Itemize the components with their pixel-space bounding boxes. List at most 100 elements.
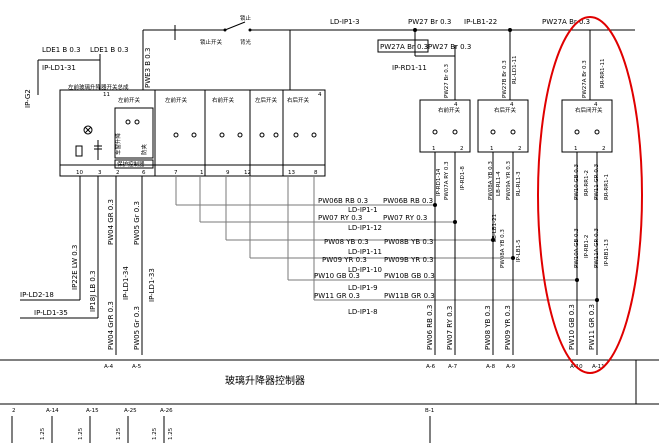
module-main-switch-label: 左前开关 [118, 96, 141, 104]
switch-label-left-front: 左前开关 [165, 96, 188, 104]
pin-a8: A-8 [486, 364, 496, 370]
wire-label-pw27b: PW27B Br 0.3 [502, 60, 508, 98]
connector-label-rl-ld1-11: RL-LD1-11 [512, 55, 518, 84]
lock-label: 锁止 [240, 14, 252, 22]
switch-pin: 1 [432, 146, 436, 152]
switch-label-right-rear: 右后开关 [287, 96, 310, 104]
wire-label-pw10b-right: PW10B GB 0.3 [384, 272, 435, 280]
wire-label-pw27-top: PW27 Br 0.3 [408, 18, 451, 26]
svg-text:2: 2 [12, 408, 16, 414]
relay-label-window: 车窗升降 [114, 132, 122, 155]
connector-label-ip-rd1-14: IP-RD1-14 [436, 168, 442, 196]
wire-label-pw04: PW04 GR 0.3 [107, 199, 115, 245]
wire-label-pw08b-right: PW08B YB 0.3 [384, 238, 434, 246]
wire-label-ip22e: IP22E LW 0.3 [71, 245, 79, 290]
wire-label-pw08a: PW08A YB 0.3 [488, 161, 494, 200]
connector-label-ip-ld1-34: IP-LD1-34 [122, 266, 130, 300]
switch-label-right-front: 右前开关 [212, 96, 235, 104]
connector-label-ld-ip1-12: LD-IP1-12 [348, 224, 382, 232]
wire-label-pw09b-right: PW09B YR 0.3 [384, 256, 434, 264]
switch-pin: 2 [460, 146, 464, 152]
svg-text:1.25: 1.25 [40, 427, 46, 440]
wire-label-pwe3: PWE3 B 0.3 [144, 48, 152, 88]
wire-label-pw04-bottom: PW04 GrR 0.3 [107, 301, 115, 350]
wire-label-pw07-left: PW07 RY 0.3 [318, 214, 362, 222]
svg-text:7: 7 [174, 170, 178, 176]
pin-a9: A-9 [506, 364, 516, 370]
wire-label-pw11b-right: PW11B GR 0.3 [384, 292, 435, 300]
wire-label-pw27-switch0: PW27 Br 0.3 [444, 63, 450, 98]
switch-pin: 1 [574, 146, 578, 152]
right-switch-boxes [419, 99, 613, 153]
pin-a11: A-11 [592, 364, 605, 370]
svg-text:8: 8 [314, 170, 318, 176]
wire-label-pw27-mid: PW27 Br 0.3 [428, 43, 471, 51]
backlight-label: 背光 [240, 38, 252, 46]
svg-text:A-26: A-26 [160, 408, 173, 414]
connector-label-ip-ld1-35: IP-LD1-35 [34, 309, 68, 317]
connector-label-ld-ip1-8: LD-IP1-8 [348, 308, 378, 316]
module-pin-row: 10 3 2 6 7 1 9 12 13 8 [76, 170, 318, 176]
wire-label-pw09-left: PW09 YR 0.3 [322, 256, 367, 264]
svg-text:1.25: 1.25 [78, 427, 84, 440]
wire-label-pw05-bottom: PW05 Gr 0.3 [133, 306, 141, 350]
pin-4-label: 4 [318, 92, 322, 98]
svg-text:3: 3 [98, 170, 102, 176]
highlight-ellipse [537, 16, 643, 374]
connector-label-ip-ld1-31: IP-LD1-31 [42, 64, 76, 72]
switch-pin-top: 4 [510, 102, 514, 108]
svg-text:A-25: A-25 [124, 408, 137, 414]
wire-label-pw11-left: PW11 GR 0.3 [314, 292, 360, 300]
connector-label-rr-rr1-2: RR-RR1-2 [584, 170, 590, 196]
wire-label-pw09-bottom: PW09 YR 0.3 [504, 305, 512, 350]
connector-label-ip-g2: IP-G2 [24, 89, 32, 108]
connector-label-ip-lb1-5: IP-LB1-5 [516, 239, 522, 262]
wire-label-pw06b-right: PW06B RB 0.3 [383, 197, 433, 205]
wire-label-pw27a-right: PW27A Br 0.3 [542, 18, 590, 26]
connector-label-ip-rb1-13: IP-RB1-13 [604, 239, 610, 266]
switch-pin: 2 [518, 146, 522, 152]
pin-a4: A-4 [104, 364, 114, 370]
switch-pin-top: 4 [594, 102, 598, 108]
wire-label-pw27a-box: PW27A Br 0.3 [380, 43, 428, 51]
connector-label-ip-rd1-8: IP-RD1-8 [460, 166, 466, 190]
wire-label-pw11-bottom: PW11 GR 0.3 [588, 304, 596, 350]
wire-label-pw08-bottom: PW08 YB 0.3 [484, 305, 492, 350]
wire-label-pw07-bottom: PW07 RY 0.3 [446, 306, 454, 350]
bottom-connector-row: 2 A-14 A-15 A-25 A-26 B-1 1.25 1.25 1.25… [11, 408, 434, 443]
svg-text:10: 10 [76, 170, 83, 176]
relay-box-label: 保护控制器 [117, 160, 145, 168]
pin-a5: A-5 [132, 364, 142, 370]
connector-label-ld-ip1-3: LD-IP1-3 [330, 18, 360, 26]
module-title: 左前玻璃升降器开关总成 [68, 83, 129, 91]
switch-pin-top: 4 [454, 102, 458, 108]
pw27a-box [377, 39, 429, 53]
wire-label-pw08-left: PW08 YB 0.3 [324, 238, 369, 246]
connector-label-rl-rl1-3: RL-RL1-3 [516, 171, 522, 196]
svg-text:6: 6 [142, 170, 146, 176]
wire-label-pw06b-left: PW06B RB 0.3 [318, 197, 368, 205]
connector-label-ld-ip1-9: LD-IP1-9 [348, 284, 378, 292]
wire-label-pw07a: PW07A RY 0.3 [444, 161, 450, 200]
wire-label-ip18j: IP18J LB 0.3 [89, 270, 97, 312]
svg-text:13: 13 [288, 170, 295, 176]
wire-label-pw10-bottom: PW10 GB 0.3 [568, 304, 576, 350]
svg-text:B-1: B-1 [425, 408, 434, 414]
wire-label-lde1-right: LDE1 B 0.3 [90, 46, 129, 54]
connector-label-ld-ip1-10: LD-IP1-10 [348, 266, 382, 274]
connector-label-ld-ip1-11: LD-IP1-11 [348, 248, 382, 256]
relay-label-antipinch: 防夹 [140, 143, 148, 155]
controller-title: 玻璃升降器控制器 [225, 374, 305, 387]
svg-text:A-15: A-15 [86, 408, 99, 414]
top-wiring [37, 21, 635, 100]
switch-pin: 2 [602, 146, 606, 152]
svg-text:9: 9 [226, 170, 230, 176]
svg-text:1.25: 1.25 [168, 427, 174, 440]
switch-box-label-right-rear: 右后开关 [494, 106, 517, 114]
svg-text:1.25: 1.25 [152, 427, 158, 440]
left-window-switch-module [59, 89, 326, 177]
connector-label-ip-ld2-18: IP-LD2-18 [20, 291, 54, 299]
wire-label-pw10-left: PW10 GB 0.3 [314, 272, 360, 280]
wire-label-pw27a-switch2: PW27A Br 0.3 [582, 60, 588, 98]
